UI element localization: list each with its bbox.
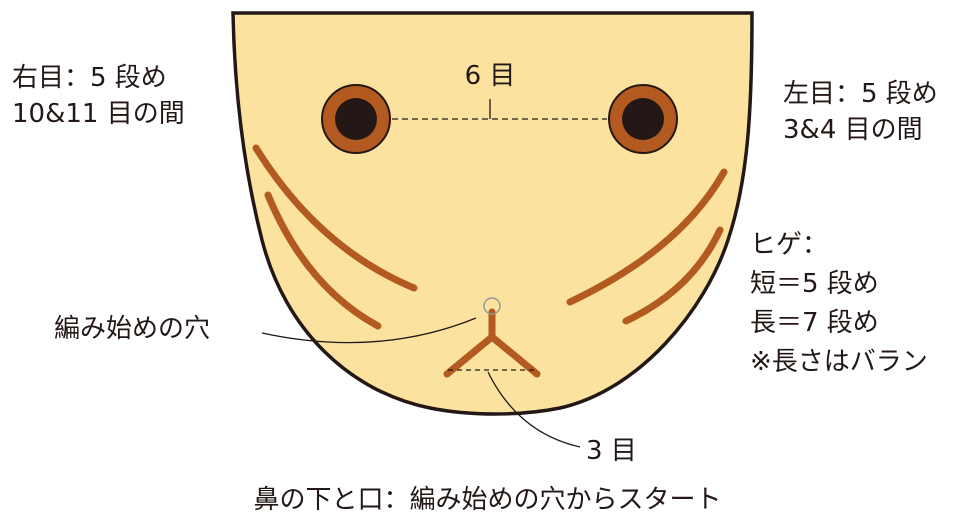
mouth-width-label: 3 目 (586, 436, 637, 466)
eye-gap-label: 6 目 (465, 61, 516, 91)
left-eye-stitch-line: 3&4 目の間 (783, 115, 923, 145)
right-eye-label: 右目：5 段め 10&11 目の間 (12, 60, 185, 132)
whisker-short-line: 短＝5 段め (750, 269, 879, 299)
start-hole-leader (261, 317, 477, 344)
mouth-width-leader (487, 371, 581, 448)
right-eye-row-line: 右目：5 段め (12, 63, 167, 93)
whisker-right-long (566, 168, 728, 306)
whiskers (252, 144, 728, 330)
start-hole-icon (483, 297, 501, 315)
whisker-long-line: 長＝7 段め (750, 308, 879, 338)
eye-gap-guide (392, 99, 607, 120)
whisker-title: ヒゲ： (750, 230, 829, 260)
footer-caption: 鼻の下と口：編み始めの穴からスタート (253, 485, 722, 515)
whisker-label: ヒゲ： 短＝5 段め 長＝7 段め ※長さはバラン (750, 226, 928, 382)
left-eye-icon (608, 84, 678, 154)
whisker-left-short (264, 191, 382, 330)
right-eye-icon (321, 84, 391, 154)
left-eye-label: 左目：5 段め 3&4 目の間 (783, 76, 938, 148)
whisker-left-long (252, 144, 418, 292)
whisker-right-short (622, 226, 724, 325)
right-eye-stitch-line: 10&11 目の間 (12, 99, 185, 129)
start-hole-label: 編み始めの穴 (54, 314, 211, 344)
whisker-note-line: ※長さはバラン (750, 347, 928, 377)
nose-mouth-icon (443, 308, 541, 378)
left-eye-row-line: 左目：5 段め (783, 79, 938, 109)
